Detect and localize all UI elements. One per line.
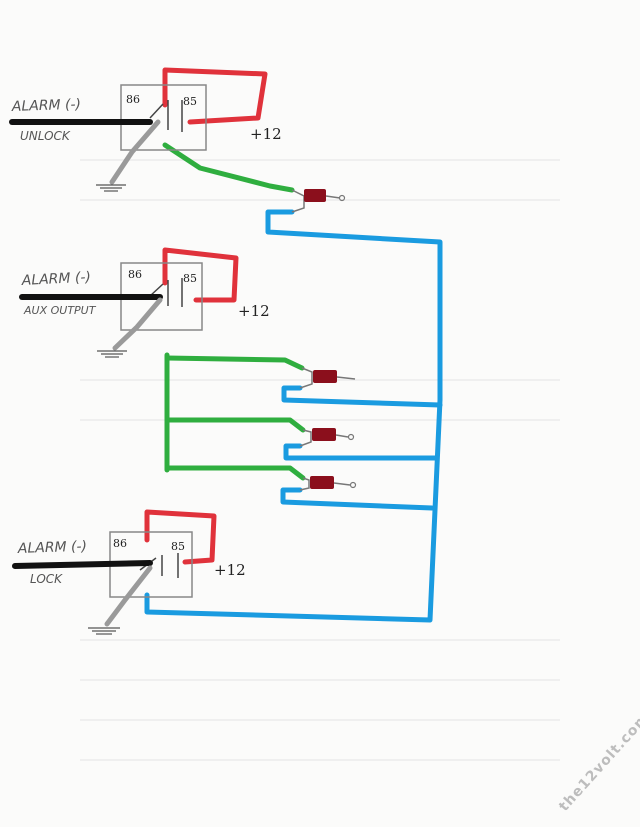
- pin-86-label-lock: 86: [113, 537, 127, 550]
- ground-wire-lock: [104, 565, 153, 627]
- relay-lock: 86 85 ALARM (-) LOCK +12: [12, 509, 246, 635]
- supply-label-lock: +12: [214, 561, 246, 579]
- pin-85-label-aux: 85: [183, 272, 197, 285]
- pin-85-label-unlock: 85: [183, 95, 197, 108]
- actuator-4: [299, 476, 357, 491]
- ground-icon-aux: [97, 350, 127, 358]
- ground-wire-aux: [112, 297, 163, 351]
- alarm-label-aux: ALARM (-): [20, 269, 91, 289]
- blue-branch-1: [281, 385, 443, 408]
- ground-icon-lock: [88, 627, 120, 635]
- green-wire-aux-1: [164, 355, 305, 371]
- watermark: the12volt.com: [556, 710, 640, 815]
- supply-label-unlock: +12: [250, 125, 282, 143]
- pin-86-label-aux: 86: [128, 268, 142, 281]
- relay-unlock: 86 85 ALARM (-) UNLOCK +12: [9, 67, 282, 192]
- blue-bus-wire: [144, 209, 443, 623]
- red-power-loop-unlock: [162, 67, 268, 125]
- blue-branch-2: [283, 443, 440, 461]
- supply-label-aux: +12: [238, 302, 270, 320]
- alarm-label-unlock: ALARM (-): [11, 97, 82, 115]
- green-wire-aux-2: [164, 417, 306, 433]
- ground-wire-unlock: [109, 119, 161, 185]
- actuator-3: [299, 428, 355, 447]
- relay-box-unlock: [120, 84, 207, 151]
- black-trigger-wire-lock: [12, 560, 153, 569]
- green-wire-unlock: [162, 142, 295, 193]
- relay-aux: 86 85 ALARM (-) AUX OUTPUT +12: [19, 247, 270, 358]
- green-wire-aux-3: [164, 465, 306, 481]
- function-label-unlock: UNLOCK: [20, 129, 71, 143]
- function-label-lock: LOCK: [30, 572, 63, 586]
- red-power-loop-lock: [144, 509, 217, 565]
- actuator-2: [299, 367, 356, 389]
- alarm-label-lock: ALARM (-): [17, 539, 88, 557]
- red-power-loop-aux: [162, 247, 239, 303]
- actuator-1: [291, 189, 346, 213]
- blue-branch-3: [280, 487, 435, 511]
- function-label-aux: AUX OUTPUT: [23, 304, 97, 317]
- ground-icon-unlock: [96, 184, 126, 192]
- pin-85-label-lock: 85: [171, 540, 185, 553]
- pin-86-label-unlock: 86: [126, 93, 140, 106]
